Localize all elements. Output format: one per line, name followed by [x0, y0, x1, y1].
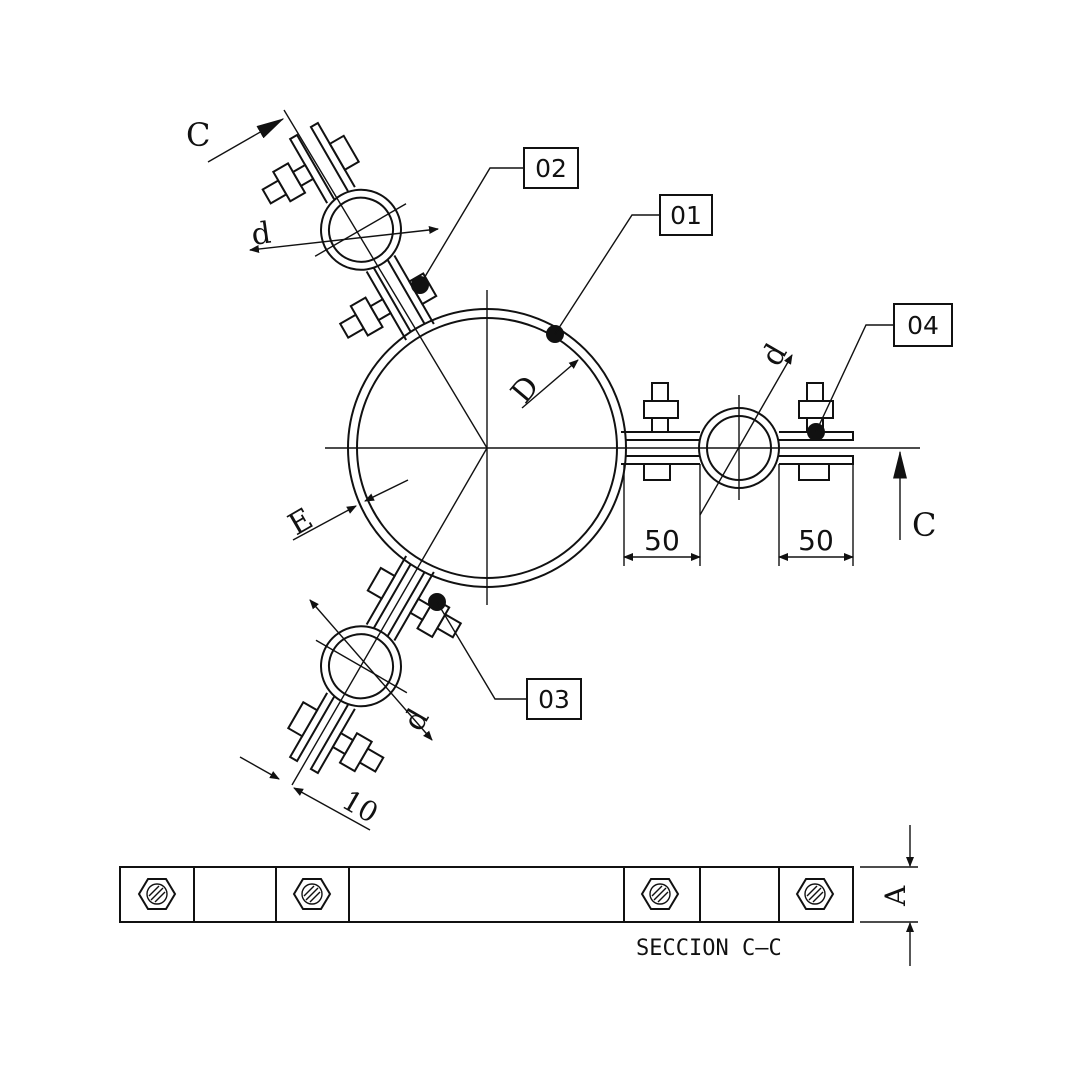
part-01-label: 01 [670, 201, 702, 230]
width-dimensions: 50 50 [623, 464, 854, 566]
D-dimension: D [504, 359, 579, 410]
bolt [261, 134, 361, 205]
E-label: E [283, 502, 319, 543]
A-label: A [879, 885, 912, 907]
d-label-upper: d [249, 216, 273, 253]
d-label-right: d [755, 338, 795, 372]
centerlines [283, 109, 920, 786]
part-02-label: 02 [535, 154, 567, 183]
dim-50-right: 50 [798, 524, 834, 557]
upper-left-branch [261, 121, 438, 341]
callout-03: 03 [428, 593, 582, 720]
d-label-lower: d [397, 703, 437, 737]
D-label: D [504, 369, 546, 410]
main-ring [347, 308, 627, 588]
d-dimension-upper: d [249, 216, 439, 253]
callout-04: 04 [807, 303, 953, 441]
right-branch: d [621, 338, 854, 516]
lower-left-branch [286, 555, 463, 775]
section-title: SECCION C–C [636, 936, 782, 961]
hex-nut-icon [795, 878, 835, 910]
callout-02: 02 [411, 147, 579, 294]
section-view: A SECCION C–C [119, 825, 918, 966]
section-marker-top: C [186, 116, 285, 163]
hex-nut-icon [292, 878, 332, 910]
bolt [643, 382, 679, 481]
hex-nut-icon [640, 878, 680, 910]
cut-label-top: C [186, 116, 210, 154]
part-03-label: 03 [538, 685, 570, 714]
section-marker-right: C [893, 450, 936, 544]
callout-01: 01 [546, 194, 713, 343]
part-04-label: 04 [907, 311, 939, 340]
plate-dim-label: 10 [337, 783, 384, 829]
dim-50-left: 50 [644, 524, 680, 557]
hex-nut-icon [137, 878, 177, 910]
cut-label-right: C [912, 506, 936, 544]
